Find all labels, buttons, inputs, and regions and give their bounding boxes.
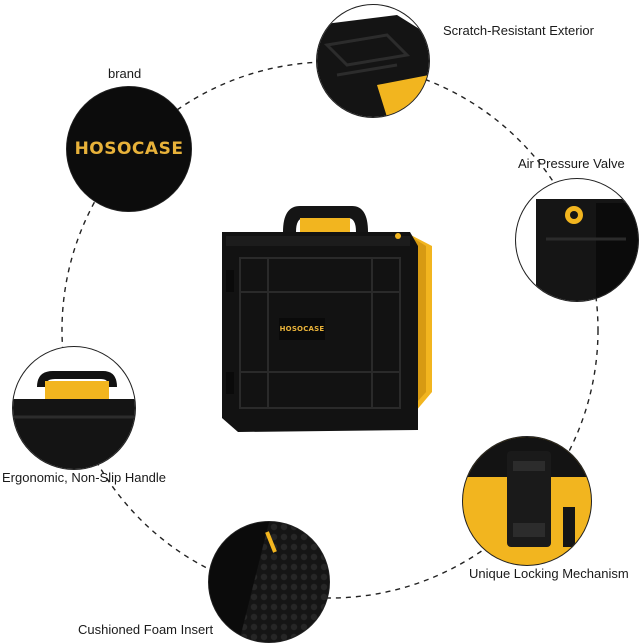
brand-logo-text: HOSOCASE [74, 139, 184, 159]
label-locking: Unique Locking Mechanism [469, 566, 629, 581]
callout-air-valve [515, 178, 639, 302]
case-logo-plate: HOSOCASE [279, 318, 325, 340]
label-scratch-resistant: Scratch-Resistant Exterior [443, 23, 594, 38]
foam-closeup [209, 522, 329, 642]
label-air-valve: Air Pressure Valve [518, 156, 625, 171]
callout-locking [462, 436, 592, 566]
air-valve-closeup [516, 179, 638, 301]
case-surface-closeup [317, 5, 429, 117]
brand-closeup-background [67, 87, 191, 211]
callout-handle [12, 346, 136, 470]
callout-foam [208, 521, 330, 643]
label-handle: Ergonomic, Non-Slip Handle [2, 470, 167, 485]
label-brand: brand [108, 66, 142, 81]
callout-scratch-resistant [316, 4, 430, 118]
handle-closeup [13, 347, 135, 469]
callout-brand: HOSOCASE [66, 86, 192, 212]
label-foam: Cushioned Foam Insert [78, 622, 214, 637]
lock-closeup [463, 437, 591, 565]
